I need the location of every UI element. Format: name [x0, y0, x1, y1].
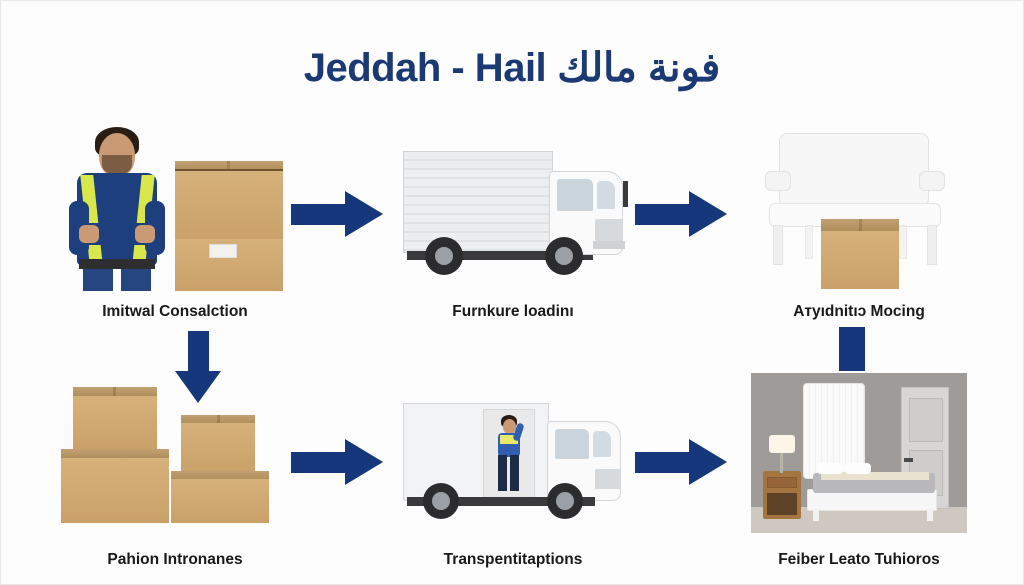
loader-head [503, 419, 516, 434]
bench-backrest [779, 133, 929, 207]
step-card-4[interactable]: Pahion Intronanes [59, 367, 291, 568]
step-caption: Feiber Leato Tuhioros [778, 551, 940, 568]
box-stack-right-bottom [171, 471, 269, 523]
arrow-step1-to-step4 [175, 331, 221, 403]
step-card-6[interactable]: Feiber Leato Tuhioros [743, 367, 975, 568]
step-caption: Transpentitaptions [443, 551, 583, 568]
page-title: فونة مالك Jeddah - Hail [303, 46, 721, 90]
box-truck-illustration [397, 119, 629, 291]
stacked-boxes-illustration [59, 367, 291, 539]
worker-belt [79, 259, 155, 269]
furnished-bedroom-photo [751, 373, 967, 533]
arrow-step4-to-step5 [291, 439, 383, 485]
loader-leg-left [498, 455, 507, 491]
truck-windshield [593, 431, 611, 457]
truck-grill [595, 469, 621, 489]
truck-mirror [623, 181, 628, 207]
loader-vest [500, 435, 518, 444]
truck-hub-front [556, 492, 574, 510]
step-card-2[interactable]: Furnkure loadinı [397, 119, 629, 320]
cardboard-box-front [821, 219, 899, 289]
truck-with-loader-illustration [397, 367, 629, 539]
step-caption: Pahion Intronanes [107, 551, 243, 568]
connector-step3-to-step6 [839, 327, 865, 371]
bed-leg-right [927, 509, 933, 521]
bed-pillow-left [817, 463, 843, 474]
white-bench-illustration [743, 119, 975, 291]
worker-leg-right [121, 269, 151, 291]
truck-grill [595, 219, 623, 241]
cardboard-box-lower [175, 239, 283, 291]
worker-beard [102, 155, 132, 175]
process-flow-grid: Imitwal Consalction Furnkure loadinı [53, 119, 973, 569]
lamp-stem [780, 451, 783, 473]
nightstand-shelf [767, 493, 797, 515]
worker-hand-right [135, 225, 155, 243]
truck-hub-rear [432, 492, 450, 510]
truck-window [555, 429, 589, 459]
truck-hub-rear [435, 247, 453, 265]
step-caption: Imitwal Consalction [102, 303, 248, 320]
box-stack-left-top [73, 387, 157, 449]
bench-leg-left [773, 225, 783, 265]
door-handle [904, 458, 913, 462]
box-stack-left-bottom [61, 449, 169, 523]
step-caption: Furnkure loadinı [452, 303, 574, 320]
truck-cargo-body [403, 151, 553, 253]
arrow-step2-to-step3 [635, 191, 727, 237]
truck-chassis [407, 497, 595, 506]
cardboard-box-upper [175, 161, 283, 239]
step-caption: Aтyıdnitıɔ Mocing [793, 303, 925, 320]
lamp-shade [769, 435, 795, 453]
loader-leg-right [510, 455, 519, 491]
truck-hub-front [555, 247, 573, 265]
truck-window [557, 179, 593, 211]
bench-leg-inner-right [899, 225, 907, 259]
bed-leg-left [813, 509, 819, 521]
worker-with-boxes-illustration [59, 119, 291, 291]
bench-leg-right [927, 225, 937, 265]
bench-arm-right [919, 171, 945, 191]
bed-pillow-right [845, 463, 871, 474]
step-card-3[interactable]: Aтyıdnitıɔ Mocing [743, 119, 975, 320]
bench-arm-left [765, 171, 791, 191]
step-card-1[interactable]: Imitwal Consalction [59, 119, 291, 320]
worker-leg-left [83, 269, 113, 291]
worker-hand-left [79, 225, 99, 243]
truck-chassis [407, 251, 593, 260]
nightstand-drawer [767, 477, 797, 488]
bed-spread [821, 472, 929, 480]
truck-bumper [593, 241, 625, 249]
bench-leg-inner-left [805, 225, 813, 259]
arrow-step5-to-step6 [635, 439, 727, 485]
step-card-5[interactable]: Transpentitaptions [397, 367, 629, 568]
truck-windshield [597, 181, 615, 209]
arrow-step1-to-step2 [291, 191, 383, 237]
box-stack-right-top [181, 415, 255, 471]
